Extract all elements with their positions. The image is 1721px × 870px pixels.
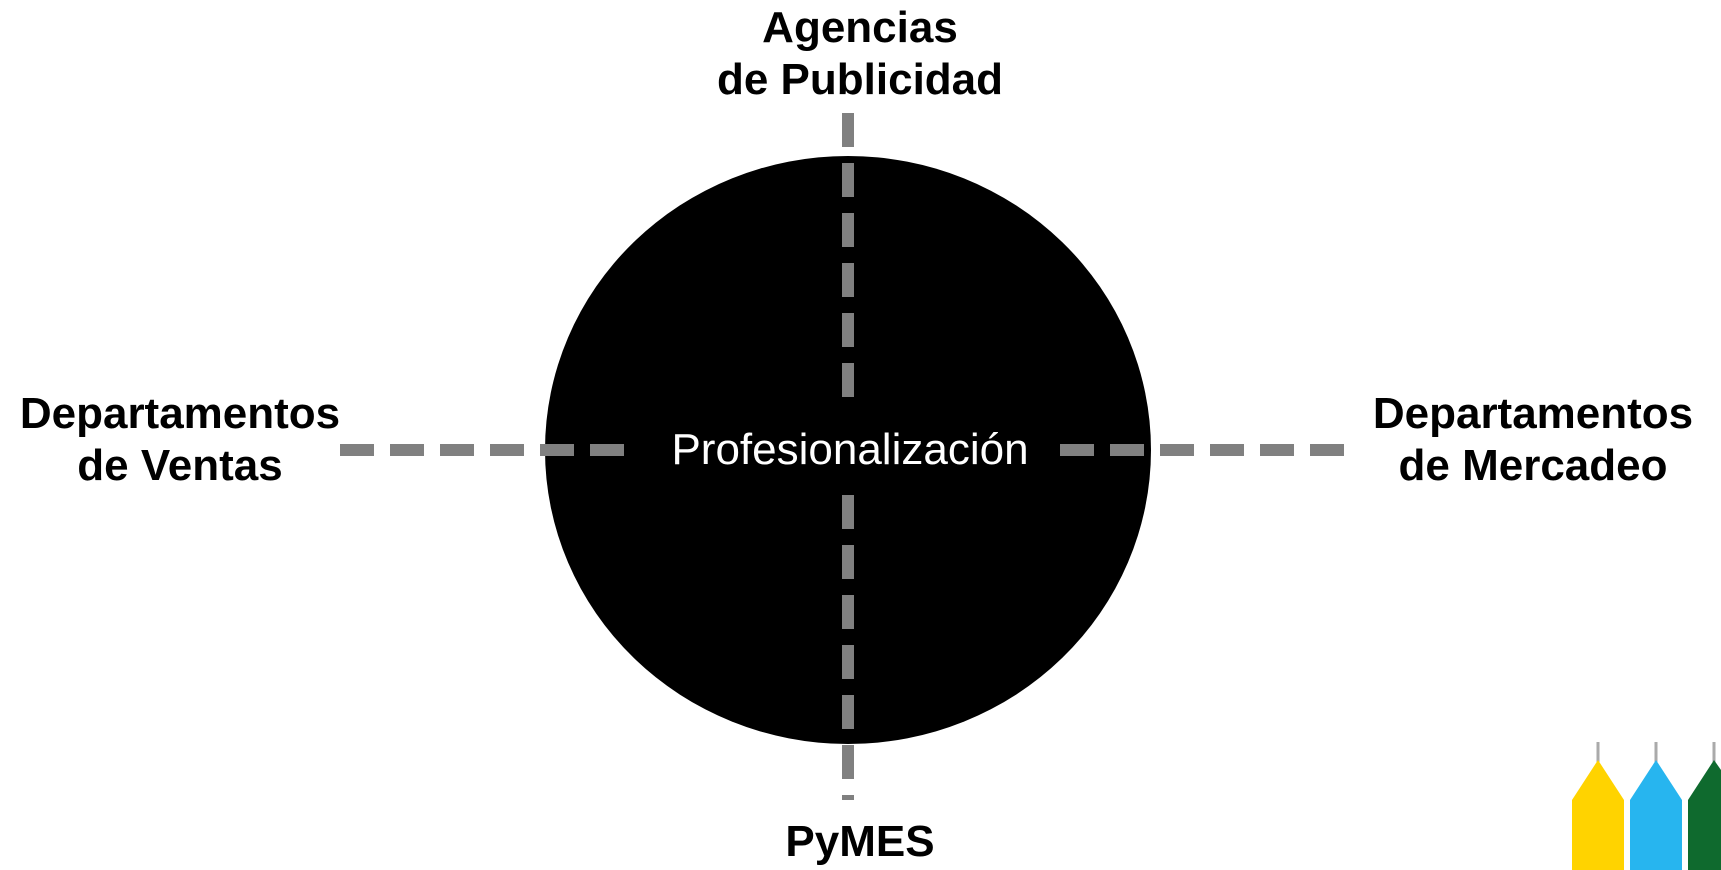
label-agencias-de-publicidad: Agencias de Publicidad (600, 2, 1120, 106)
center-label-profesionalizacion: Profesionalización (671, 425, 1029, 474)
label-bottom-line-1: PyMES (785, 817, 935, 866)
label-departamentos-de-ventas: Departamentos de Ventas (0, 388, 360, 492)
label-left-line-1: Departamentos (19, 389, 341, 438)
label-right-line-1: Departamentos (1372, 389, 1694, 438)
label-pymes: PyMES (660, 816, 1060, 868)
label-departamentos-de-mercadeo: Departamentos de Mercadeo (1345, 388, 1721, 492)
label-top-line-2: de Publicidad (716, 55, 1004, 104)
label-right-line-2: de Mercadeo (1398, 441, 1668, 490)
center-circle (545, 156, 1151, 744)
colored-pencils-logo (1572, 742, 1721, 870)
label-top-line-1: Agencias (762, 3, 958, 52)
label-left-line-2: de Ventas (77, 441, 283, 490)
